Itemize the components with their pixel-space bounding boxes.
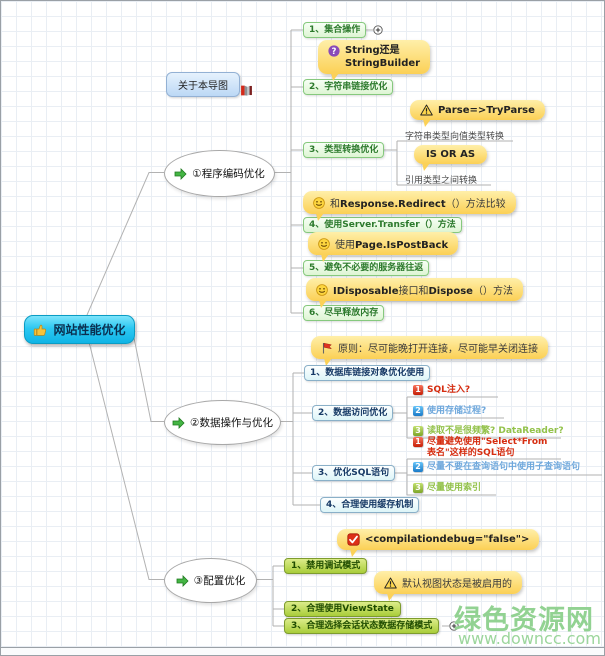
smiley-icon (318, 237, 330, 250)
checkbox-icon (347, 533, 360, 546)
branch-coding[interactable]: ①程序编码优化 (164, 150, 275, 197)
text-node-reference-convert[interactable]: 引用类型之间转换 (405, 176, 478, 186)
item-type-convert[interactable]: 3、类型转换优化 (303, 142, 385, 158)
branch-config[interactable]: ③配置优化 (164, 558, 257, 603)
item-avoid-roundtrip[interactable]: 5、避免不必要的服务器往返 (303, 260, 430, 276)
item-server-transfer[interactable]: 4、使用Server.Transfer（）方法 (303, 217, 462, 233)
callout-connection-principle[interactable]: 原则：尽可能晚打开连接，尽可能早关闭连接 (311, 336, 548, 366)
callout-text: 使用Page.IsPostBack (335, 240, 449, 251)
callout-text: 和Response.Redirect（）方法比较 (330, 199, 506, 210)
svg-text:?: ? (332, 47, 337, 57)
callout-text: <compilationdebug="false"> (365, 534, 530, 545)
mindmanager-flag-icon (241, 85, 252, 96)
collapse-icon[interactable] (449, 621, 459, 631)
child-sql-injection[interactable]: 1 SQL注入? (413, 385, 470, 396)
number-badge-red: 1 (413, 385, 423, 395)
collapse-icon[interactable] (373, 25, 383, 35)
callout-idisposable[interactable]: IDisposable接口和Dispose（）方法 (306, 278, 523, 308)
smiley-icon (316, 283, 328, 296)
watermark-url: www.downcc.com (458, 629, 601, 648)
callout-text: Parse=>TryParse (438, 104, 535, 116)
callout-text: 默认视图状态是被启用的 (402, 579, 512, 590)
number-badge-blue: 2 (413, 462, 423, 472)
item-release-memory[interactable]: 6、尽早释放内存 (303, 305, 385, 321)
child-select-from[interactable]: 1 尽量避免使用"Select*From 表名"这样的SQL语句 (413, 437, 547, 459)
green-arrow-icon (174, 167, 187, 180)
callout-stringbuilder[interactable]: ? String还是 StringBuilder (318, 40, 431, 81)
warning-icon (384, 577, 397, 588)
about-label: 关于本导图 (178, 81, 228, 92)
branch-data[interactable]: ②数据操作与优化 (164, 400, 281, 445)
number-badge-green: 3 (413, 426, 423, 436)
callout-text: String还是 StringBuilder (345, 45, 421, 69)
callout-compilation-debug[interactable]: <compilationdebug="false"> (337, 529, 540, 557)
child-use-index[interactable]: 3 尽量使用索引 (413, 483, 481, 494)
watermark-title: 绿色资源网 (454, 605, 594, 636)
item-sql-optimize[interactable]: 3、优化SQL语句 (312, 465, 396, 481)
red-flag-icon (322, 342, 332, 353)
warning-icon (420, 104, 433, 116)
child-datareader[interactable]: 3 读取不是很频繁? DataReader? (413, 426, 564, 437)
item-db-connection[interactable]: 1、数据库链接对象优化使用 (304, 365, 431, 381)
number-badge-blue: 2 (413, 406, 423, 416)
root-label: 网站性能优化 (53, 323, 126, 337)
callout-text: 原则：尽可能晚打开连接，尽可能早关闭连接 (338, 344, 538, 355)
branch-data-label: ②数据操作与优化 (190, 417, 273, 429)
branch-coding-label: ①程序编码优化 (192, 168, 265, 180)
item-collections[interactable]: 1、集合操作 (303, 22, 367, 38)
text-node-string-to-value[interactable]: 字符串类型向值类型转换 (405, 132, 505, 142)
question-icon: ? (328, 45, 340, 57)
bottom-scrollbar-strip[interactable] (1, 648, 604, 655)
item-disable-debug[interactable]: 1、禁用调试模式 (284, 558, 368, 574)
item-data-access[interactable]: 2、数据访问优化 (312, 405, 394, 421)
callout-viewstate-default[interactable]: 默认视图状态是被启用的 (374, 571, 522, 601)
callout-tryparse[interactable]: Parse=>TryParse (410, 100, 545, 127)
item-string-concat[interactable]: 2、字符串链接优化 (303, 79, 394, 95)
child-no-subquery[interactable]: 2 尽量不要在查询语句中使用子查询语句 (413, 462, 580, 473)
root-node[interactable]: 网站性能优化 (24, 315, 135, 344)
callout-text: IDisposable接口和Dispose（）方法 (333, 286, 513, 297)
branch-config-label: ③配置优化 (193, 575, 246, 587)
child-stored-procedure[interactable]: 2 使用存储过程? (413, 406, 486, 417)
callout-ispostback[interactable]: 使用Page.IsPostBack (308, 232, 459, 262)
number-badge-red: 1 (413, 437, 423, 447)
thumbs-up-icon (34, 324, 47, 336)
smiley-icon (313, 196, 325, 209)
callout-text: IS OR AS (426, 149, 476, 160)
number-badge-green: 3 (413, 483, 423, 493)
item-viewstate[interactable]: 2、合理使用ViewState (284, 601, 401, 617)
item-session-state[interactable]: 3、合理选择会话状态数据存储模式 (284, 618, 440, 634)
about-node[interactable]: 关于本导图 (166, 72, 240, 97)
item-cache[interactable]: 4、合理使用缓存机制 (320, 497, 420, 513)
callout-response-redirect[interactable]: 和Response.Redirect（）方法比较 (303, 191, 516, 221)
callout-is-or-as[interactable]: IS OR AS (414, 145, 488, 171)
green-arrow-icon (176, 574, 189, 587)
green-arrow-icon (172, 416, 185, 429)
